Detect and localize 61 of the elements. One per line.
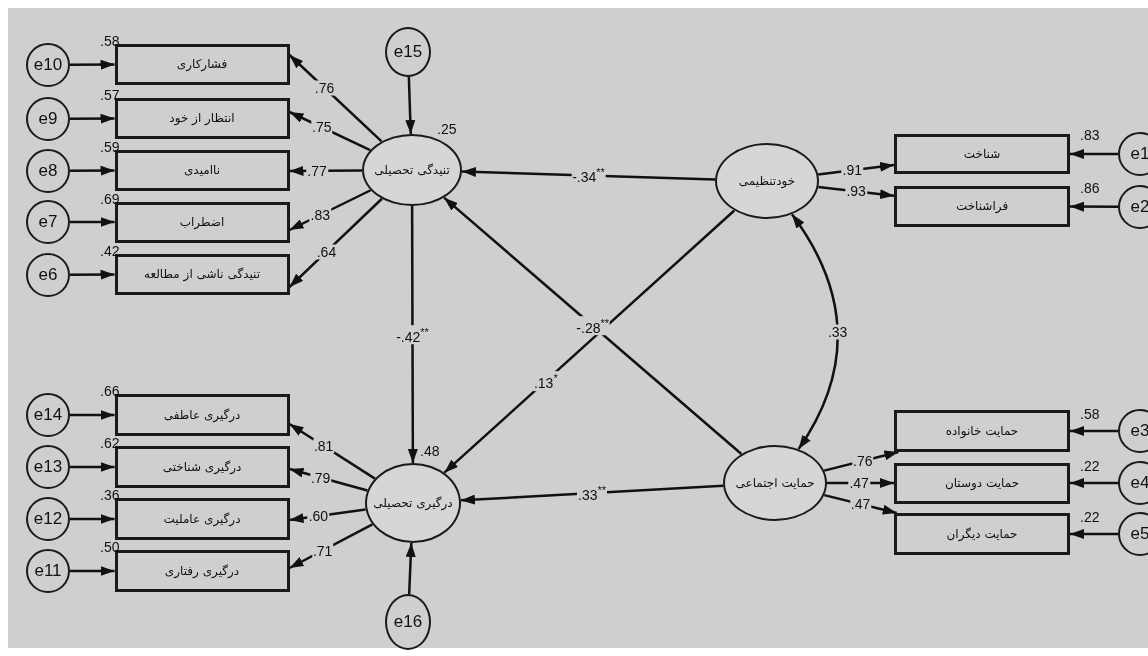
indicator-box: تنیدگی ناشی از مطالعه — [114, 253, 290, 295]
arrow — [288, 197, 383, 288]
indicator-box: حمایت دوستان — [894, 462, 1070, 504]
edge-label: .93 — [845, 183, 867, 199]
arrow — [70, 217, 115, 227]
edge-label: .47 — [848, 475, 870, 491]
indicator-box: فراشناخت — [894, 185, 1070, 227]
indicator-box: شناخت — [894, 134, 1070, 174]
r-squared-label: .58 — [1080, 407, 1100, 422]
arrow — [1070, 426, 1118, 436]
indicator-box: درگیری عاطفی — [114, 394, 290, 436]
edge-label: .81 — [312, 438, 335, 454]
arrow — [70, 113, 115, 124]
arrow — [823, 493, 898, 515]
arrow — [289, 467, 368, 492]
r-squared-label: .83 — [1080, 128, 1100, 143]
edge-label: .13$^{*}$ — [532, 371, 559, 391]
arrow — [70, 462, 115, 472]
arrow — [1070, 149, 1118, 159]
edge-label: -.42$^{**}$ — [395, 324, 430, 345]
r-squared-label: .48 — [420, 444, 440, 459]
edge-label: .91 — [841, 162, 864, 178]
edge-label: .71 — [311, 543, 334, 559]
edge-label: .77 — [306, 163, 328, 179]
arrow — [1070, 201, 1118, 212]
arrow — [288, 54, 383, 143]
edge-label: .76 — [313, 80, 336, 96]
edge-label: .33$^{**}$ — [577, 483, 608, 503]
arrow — [70, 566, 115, 576]
arrow — [407, 206, 418, 463]
arrow — [1070, 478, 1118, 488]
r-squared-label: .22 — [1080, 510, 1100, 525]
arrow — [289, 508, 366, 524]
arrow — [70, 269, 115, 280]
edge-label: .83 — [309, 207, 332, 223]
arrow — [405, 542, 416, 595]
r-squared-label: .25 — [437, 122, 457, 137]
arrow — [288, 110, 371, 152]
arrow — [460, 484, 724, 505]
indicator-box: حمایت دیگران — [894, 513, 1070, 555]
r-squared-label: .86 — [1080, 181, 1100, 196]
arrow — [70, 410, 115, 420]
edge-label: .33 — [826, 324, 849, 340]
arrow — [70, 59, 115, 70]
arrow — [70, 514, 115, 524]
edge-label: .76 — [852, 453, 874, 469]
edge-label: .60 — [307, 508, 330, 524]
edge-label: .79 — [309, 470, 332, 486]
edge-label: .64 — [315, 244, 338, 260]
edge-label: .47 — [849, 496, 872, 512]
arrow — [1070, 529, 1118, 539]
arrow — [405, 76, 416, 135]
indicator-box: درگیری رفتاری — [114, 550, 290, 592]
indicator-box: درگیری شناختی — [114, 446, 290, 488]
indicator-box: درگیری عاملیت — [114, 498, 290, 540]
indicator-box: حمایت خانواده — [894, 410, 1070, 452]
arrow — [70, 165, 115, 176]
r-squared-label: .22 — [1080, 459, 1100, 474]
double-arrow — [790, 213, 839, 450]
edge-label: .75 — [311, 119, 333, 135]
arrow — [289, 165, 362, 176]
